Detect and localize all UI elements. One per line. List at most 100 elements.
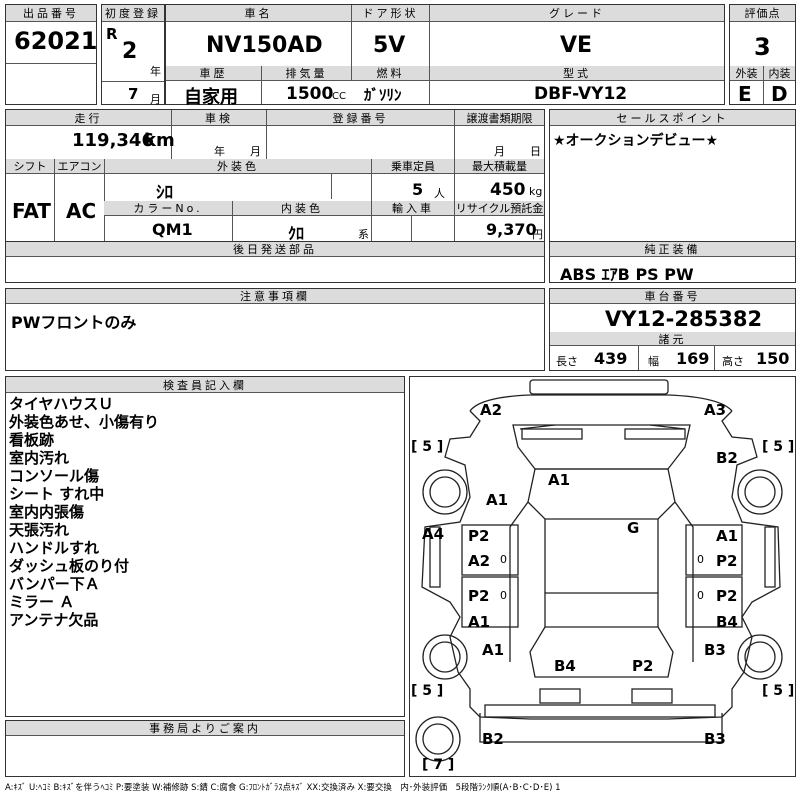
equipment-box: 純正装備 ABS ｴｱB PS PW: [549, 241, 796, 284]
lot-number-box: 出品番号 62021: [5, 4, 98, 105]
label-b2-bumper: B2: [482, 730, 504, 748]
color-label: 外装色: [104, 159, 371, 174]
inspector-note: ダッシュ板のり付: [9, 557, 130, 575]
length-label: 長さ: [556, 355, 578, 368]
grade: VE: [560, 33, 593, 58]
year-unit: 年: [150, 65, 161, 78]
chassis-box: 車台番号 VY12-285382 諸元 長さ 439 幅 169 高さ 150: [549, 288, 796, 371]
inspector-note: シート すれ中: [9, 485, 105, 503]
tire-rear-left: [ 5 ]: [411, 683, 444, 699]
label-a3-front: A3: [704, 401, 727, 419]
max-load: 450: [490, 180, 526, 200]
shift-label: シフト: [6, 159, 54, 174]
tire-front-right: [ 5 ]: [762, 439, 795, 455]
office-label: 事務局よりご案内: [6, 721, 404, 736]
chassis-label: 車台番号: [550, 289, 795, 304]
auction-score: 3: [754, 33, 771, 61]
height-label: 高さ: [722, 355, 744, 368]
interior-color-unit: 系: [358, 228, 369, 241]
label-b3-bumper: B3: [704, 730, 726, 748]
color-no-label: カラーNo.: [104, 201, 232, 216]
inspection-label: 車検: [171, 110, 266, 126]
width: 169: [676, 349, 710, 368]
displacement-label: 排気量: [261, 66, 351, 81]
label-a1-right-door1: A1: [716, 527, 739, 545]
first-registration-label: 初度登録: [102, 5, 164, 22]
inspector-label: 検査員記入欄: [6, 377, 404, 393]
dent-mark-1: 0: [500, 553, 507, 566]
label-b3-right-rear: B3: [704, 641, 726, 659]
capacity-label: 乗車定員: [371, 159, 454, 174]
inspector-note: タイヤハウスＵ: [9, 395, 114, 413]
transfer-month-unit: 月: [494, 145, 505, 158]
score-label: 評価点: [730, 5, 795, 22]
fuel: ｶﾞｿﾘﾝ: [364, 86, 402, 104]
import-label: 輸入車: [371, 201, 454, 216]
dent-mark-4: 0: [697, 589, 704, 602]
exterior-grade: E: [738, 82, 752, 106]
interior-label: 内装: [763, 66, 795, 81]
history-label: 車歴: [166, 66, 261, 81]
length: 439: [594, 349, 628, 368]
recycle-deposit: 9,370: [486, 220, 537, 239]
label-b4-rear: B4: [554, 657, 576, 675]
capacity: 5: [412, 180, 424, 199]
sales-point-box: セールスポイント ★オークションデビュー★: [549, 109, 796, 242]
inspector-note: 室内内張傷: [9, 503, 85, 521]
inspector-note: 天張汚れ: [9, 521, 70, 539]
era: R: [106, 25, 118, 43]
label-p2-right-door2: P2: [716, 587, 738, 605]
tire-rear-right: [ 5 ]: [762, 683, 795, 699]
transfer-label: 譲渡書類期限: [454, 110, 544, 126]
label-g-roof: G: [627, 519, 640, 537]
equipment: ABS ｴｱB PS PW: [560, 265, 694, 284]
vehicle-history: 自家用: [184, 87, 238, 108]
label-p2-left-door2: P2: [468, 587, 490, 605]
lot-number: 62021: [14, 27, 98, 55]
recycle-label: リサイクル預託金: [454, 201, 544, 216]
displacement: 1500: [286, 84, 334, 104]
fuel-label: 燃料: [351, 66, 429, 81]
exterior-label: 外装: [730, 66, 763, 81]
interior-color: ｸﾛ: [288, 224, 305, 243]
score-box: 評価点 3 外装 内装 E D: [729, 4, 796, 106]
label-p2-left-door1: P2: [468, 527, 490, 545]
model-label: 型式: [429, 66, 724, 81]
details-box: 走行 車検 登録番号 譲渡書類期限 119,346 km 年 月 月 日 シフト…: [5, 109, 545, 243]
door-type: 5V: [373, 33, 406, 58]
label-p2-right-door1: P2: [716, 552, 738, 570]
caution-label: 注意事項欄: [6, 289, 544, 304]
label-a1-left-door2: A1: [468, 613, 491, 631]
specs-label: 諸元: [550, 332, 795, 346]
inspection-month-unit: 月: [250, 145, 261, 158]
load-unit: kg: [529, 185, 543, 198]
load-label: 最大積載量: [454, 159, 544, 174]
later-parts-box: 後日発送部品: [5, 241, 545, 283]
label-a1-left-rear: A1: [482, 641, 505, 659]
dent-mark-2: 0: [697, 553, 704, 566]
recycle-unit: 円: [532, 228, 543, 241]
inspector-note: ハンドルすれ: [9, 539, 100, 557]
legend: A:ｷｽﾞ U:ﾍｺﾐ B:ｷｽﾞを伴うﾍｺﾐ P:要塗装 W:補修跡 S:錆 …: [5, 783, 561, 793]
label-b2-right-front: B2: [716, 449, 738, 467]
equipment-label: 純正装備: [550, 242, 795, 257]
label-a1-hood: A1: [548, 471, 571, 489]
damage-diagram: A2 A3 [ 5 ] [ 5 ] B2 A1 A1 G A4 P2 A2 A1…: [409, 376, 796, 777]
car-outline: [415, 379, 783, 762]
chassis-number: VY12-285382: [605, 307, 763, 331]
color-number: QM1: [152, 220, 193, 239]
sales-point-label: セールスポイント: [550, 110, 795, 126]
inspector-note: バンパー下Ａ: [9, 575, 100, 593]
vehicle-info-box: 車名 ドア形状 グレード NV150AD 5V VE 車歴 排気量 燃料 型式 …: [165, 4, 725, 108]
later-parts-label: 後日発送部品: [6, 242, 544, 257]
registration-label: 登録番号: [266, 110, 454, 126]
office-box: 事務局よりご案内: [5, 720, 405, 777]
mileage-label: 走行: [6, 110, 171, 126]
inspector-note: アンテナ欠品: [9, 611, 99, 629]
inspector-note: ミラー Ａ: [9, 593, 75, 611]
width-label: 幅: [648, 355, 659, 368]
inspector-note: 外装色あせ、小傷有り: [9, 413, 160, 431]
ac-label: エアコン: [54, 159, 104, 174]
first-registration-box: 初度登録 R 2 年 7 月: [101, 4, 165, 106]
